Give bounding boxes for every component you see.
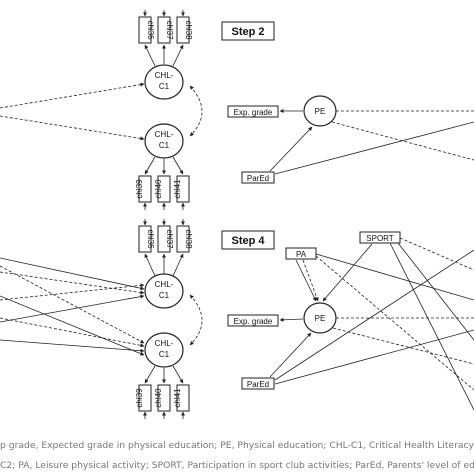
exp-grade-label: Exp. grade — [234, 108, 273, 117]
chl-latent-label: CHL- — [155, 71, 174, 80]
item-chl39-s4 — [138, 384, 152, 412]
item-chl37-s2 — [157, 16, 171, 44]
item-label: chl39 — [135, 179, 144, 199]
pe-label: PE — [315, 107, 326, 116]
caption-line-2: C2; PA, Leisure physical activity; SPORT… — [0, 460, 474, 471]
pa-label: PA — [296, 250, 307, 259]
pared-box-s2 — [241, 171, 275, 184]
svg-text:C1: C1 — [159, 141, 170, 150]
pe-label: PE — [315, 314, 326, 323]
item-label: chl39 — [135, 388, 144, 408]
step4-panel: Step 4 chl36 chl37 chl38 CHL- C1 CHL- C1… — [0, 219, 474, 419]
item-label: chl38 — [184, 229, 193, 249]
step2-title-box — [221, 21, 275, 41]
chl-latent-label: CHL- — [155, 339, 174, 348]
exp-grade-box-s2 — [227, 105, 279, 118]
figure-caption: p grade, Expected grade in physical educ… — [0, 436, 474, 476]
chl-latent-top-s2 — [144, 64, 184, 100]
chl-latent-bottom-s4 — [144, 332, 184, 368]
item-chl40-s4 — [157, 384, 171, 412]
chl-latent-bottom-s2 — [144, 123, 184, 159]
step4-title: Step 4 — [231, 235, 265, 247]
item-chl36-s2 — [138, 16, 152, 44]
item-label: chl37 — [165, 20, 174, 40]
item-chl41-s2 — [176, 175, 190, 203]
item-chl37-s4 — [157, 225, 171, 253]
chl-latent-label: CHL- — [155, 280, 174, 289]
svg-text:C1: C1 — [159, 82, 170, 91]
chl-latent-label: CHL- — [155, 130, 174, 139]
item-chl38-s4 — [176, 225, 190, 253]
svg-text:C1: C1 — [159, 350, 170, 359]
covariance-arrow — [189, 85, 203, 137]
covariance-arrow — [189, 294, 203, 346]
step2-title: Step 2 — [231, 26, 264, 38]
chl-latent-top-s4 — [144, 273, 184, 309]
item-chl39-s2 — [138, 175, 152, 203]
pared-box-s4 — [241, 377, 275, 390]
step4-title-box — [221, 230, 275, 250]
item-chl40-s2 — [157, 175, 171, 203]
sport-box — [359, 231, 401, 244]
pared-label: ParEd — [247, 380, 269, 389]
exp-grade-box-s4 — [227, 314, 279, 327]
sport-label: SPORT — [366, 234, 394, 243]
item-label: chl41 — [173, 388, 182, 408]
item-label: chl40 — [154, 179, 163, 199]
item-label: chl36 — [146, 20, 155, 40]
svg-text:C1: C1 — [159, 291, 170, 300]
pared-label: ParEd — [247, 174, 269, 183]
exp-grade-label: Exp. grade — [234, 317, 273, 326]
item-label: chl41 — [173, 179, 182, 199]
item-chl41-s4 — [176, 384, 190, 412]
item-label: chl40 — [154, 388, 163, 408]
step2-panel: Step 2 chl36 chl37 chl38 CHL- C1 CHL- C1… — [0, 10, 474, 210]
item-chl38-s2 — [176, 16, 190, 44]
caption-line-1: p grade, Expected grade in physical educ… — [0, 440, 474, 451]
item-label: chl38 — [184, 20, 193, 40]
item-label: chl37 — [165, 229, 174, 249]
item-label: chl36 — [146, 229, 155, 249]
item-chl36-s4 — [138, 225, 152, 253]
pa-box — [285, 247, 317, 260]
